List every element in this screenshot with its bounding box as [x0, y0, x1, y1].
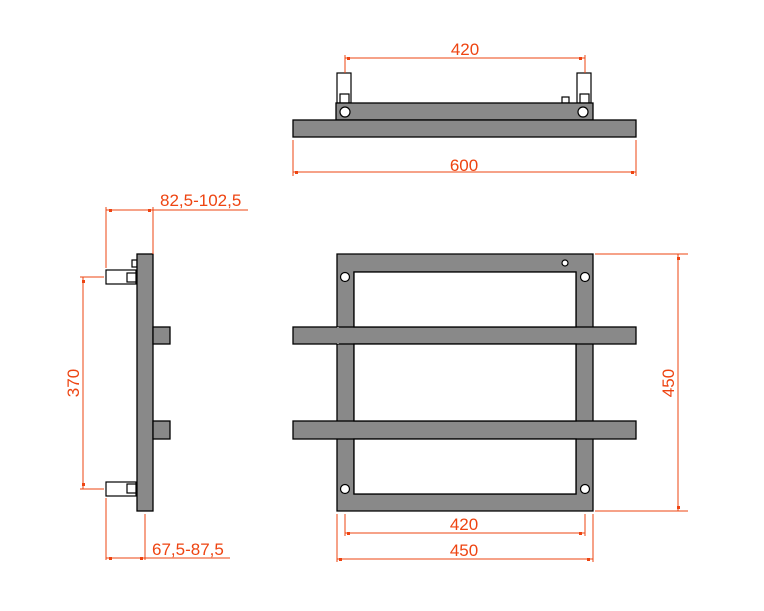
side-top-stub [131, 259, 138, 268]
front-valve-hole [561, 259, 569, 267]
top-frame-body [335, 102, 594, 121]
side-bar-upper [152, 326, 171, 345]
dim-label-height-450: 450 [659, 369, 678, 397]
front-cutout-bottom [353, 438, 577, 495]
top-bar [292, 119, 637, 138]
front-hole-bottom-left [339, 483, 351, 495]
top-left-bracket-pin [339, 93, 350, 104]
side-frame-body [136, 253, 154, 512]
top-valve-stub [561, 96, 570, 104]
side-view: 82,5-102,5 370 67,5-87,5 [64, 191, 248, 560]
dim-label-600: 600 [450, 156, 478, 175]
top-left-hole [339, 106, 351, 118]
top-view: 420 600 [292, 40, 637, 176]
front-hole-top-right [579, 271, 591, 283]
side-top-bracket-pin [126, 272, 137, 283]
front-view: 450 420 450 [292, 253, 688, 562]
dim-label-bottom-420: 420 [450, 515, 478, 534]
dim-label-top-420: 420 [451, 40, 479, 59]
side-bottom-bracket-pin [126, 483, 137, 494]
front-hole-bottom-right [579, 483, 591, 495]
dim-label-width-450: 450 [450, 541, 478, 560]
top-right-hole [577, 106, 589, 118]
front-cutout-middle [353, 343, 577, 422]
dim-label-370: 370 [64, 369, 83, 397]
top-right-bracket-pin [579, 93, 590, 104]
dim-label-top-offset: 82,5-102,5 [160, 191, 241, 210]
front-cutout-top [353, 271, 577, 328]
side-bar-lower [152, 420, 171, 440]
front-hole-top-left [339, 271, 351, 283]
dim-label-bottom-offset: 67,5-87,5 [152, 540, 224, 559]
